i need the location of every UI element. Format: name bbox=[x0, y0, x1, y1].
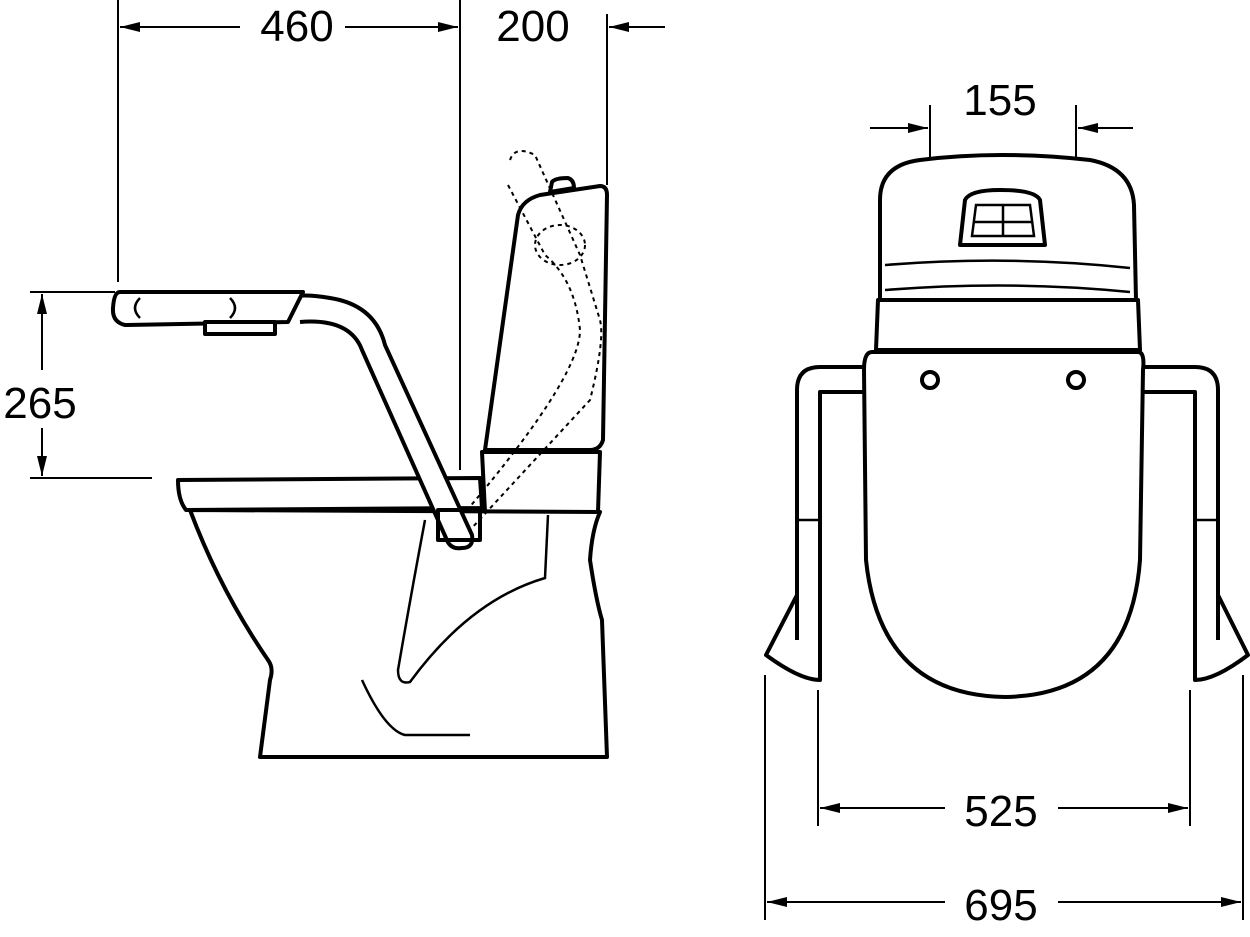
raised-arm-outline bbox=[469, 150, 603, 531]
cistern-base-front bbox=[874, 298, 1142, 352]
mounting-hole bbox=[920, 370, 940, 390]
right-support-arm bbox=[1138, 365, 1250, 682]
dim-460-label: 460 bbox=[260, 2, 333, 51]
support-arm-tube bbox=[289, 293, 475, 551]
armrest-pad bbox=[110, 290, 305, 327]
dim-525-label: 525 bbox=[964, 787, 1037, 836]
dim-695-label: 695 bbox=[964, 881, 1037, 930]
mounting-hole bbox=[1066, 370, 1086, 390]
toilet-lid bbox=[862, 350, 1146, 699]
dim-200-label: 200 bbox=[496, 2, 569, 51]
cistern-base bbox=[480, 450, 602, 514]
left-support-arm bbox=[764, 365, 872, 682]
cistern-detail bbox=[884, 259, 1131, 294]
side-view: 460 200 265 bbox=[3, 0, 665, 759]
dim-155-label: 155 bbox=[963, 76, 1036, 125]
toilet-bowl bbox=[188, 508, 609, 759]
armrest-detail bbox=[133, 297, 237, 319]
flush-buttons bbox=[970, 203, 1036, 238]
front-view: 155 525 695 bbox=[764, 76, 1250, 930]
armrest-bracket bbox=[203, 320, 277, 336]
flush-button bbox=[548, 176, 576, 194]
cistern bbox=[483, 184, 609, 452]
arm-bracket bbox=[436, 508, 482, 542]
raised-arm-outline bbox=[449, 184, 582, 531]
dim-265-label: 265 bbox=[3, 379, 76, 428]
raised-arm-outline bbox=[534, 224, 586, 266]
bowl-detail bbox=[360, 679, 470, 737]
bowl-inner-contour bbox=[396, 514, 550, 684]
